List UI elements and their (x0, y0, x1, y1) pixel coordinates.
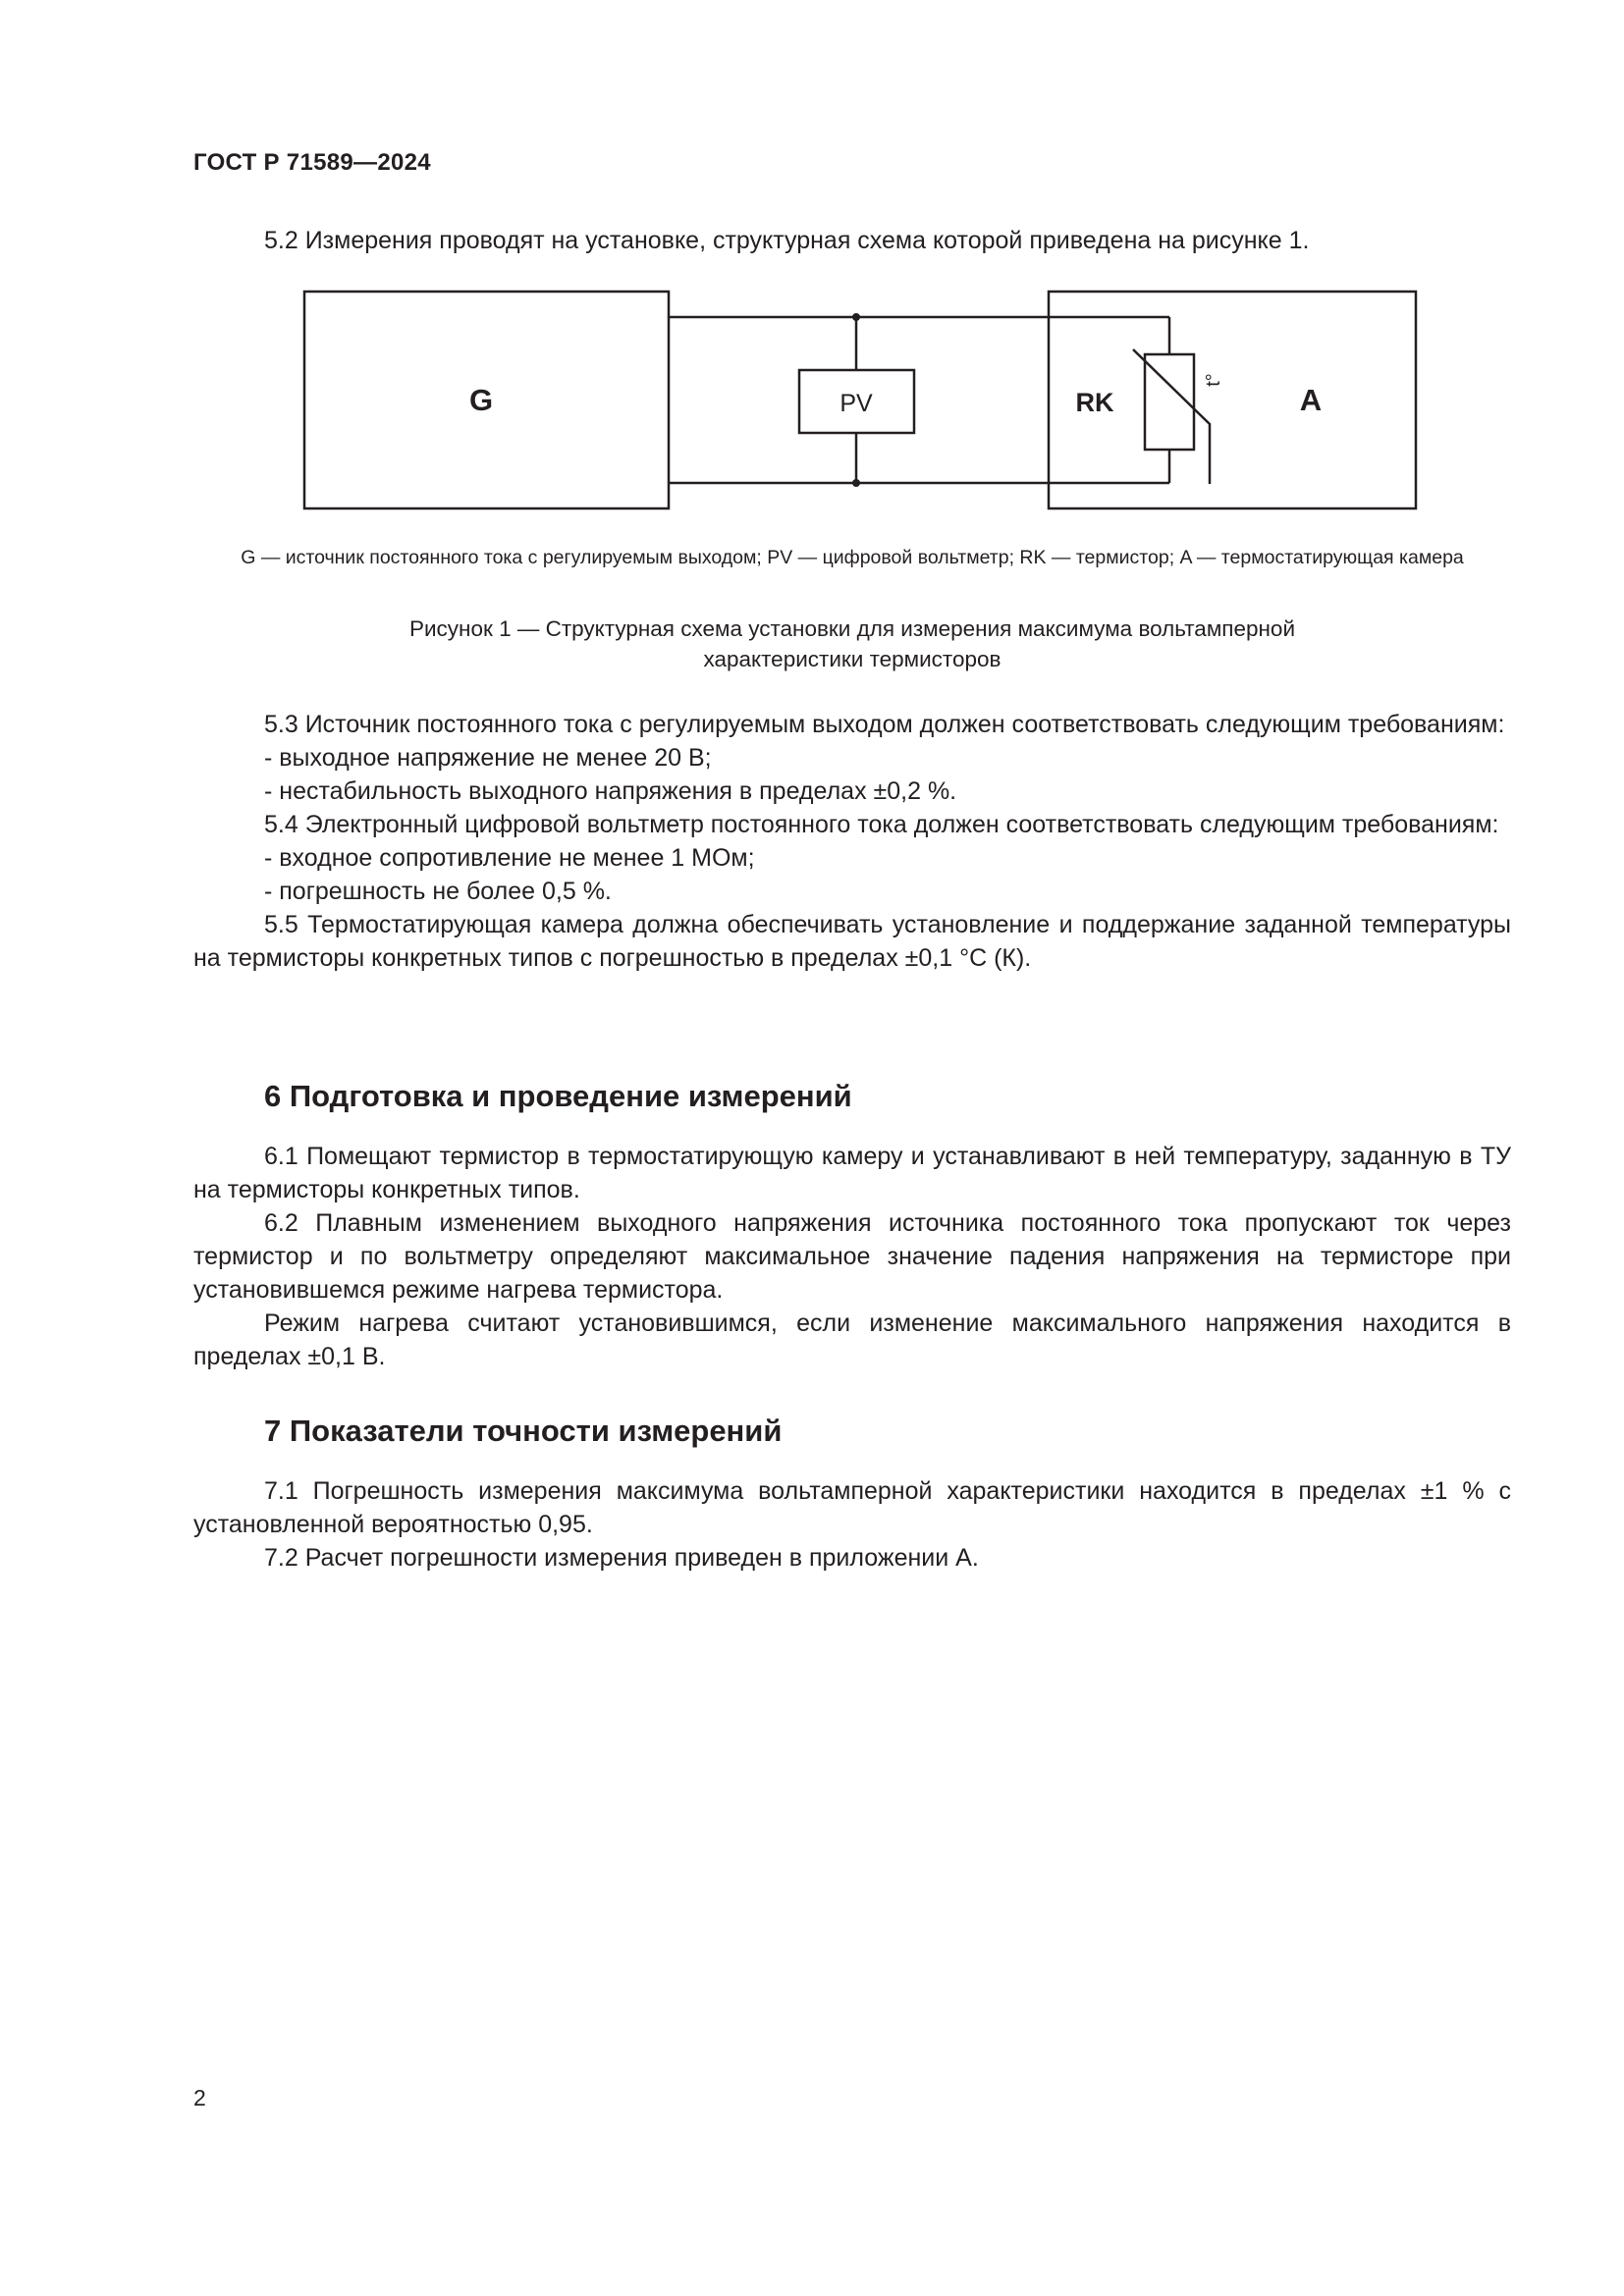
list-item-5-4-1: - входное сопротивление не менее 1 МОм; (264, 844, 755, 872)
list-item-5-3-2: - нестабильность выходного напряжения в … (264, 777, 957, 805)
paragraph-5-2: 5.2 Измерения проводят на установке, стр… (264, 227, 1310, 254)
section-7-heading: 7 Показатели точности измерений (264, 1414, 783, 1448)
section-6-heading: 6 Подготовка и проведение измерений (264, 1079, 852, 1113)
label-rk: RK (1076, 388, 1114, 417)
label-pv: PV (839, 390, 873, 417)
paragraph-5-4: 5.4 Электронный цифровой вольтметр посто… (264, 811, 1499, 838)
source-g-box (302, 290, 671, 510)
section-7-body: 7.1 Погрешность измерения максимума воль… (193, 1474, 1511, 1575)
paragraph-7-1: 7.1 Погрешность измерения максимума воль… (193, 1477, 1511, 1538)
top-junction-dot (852, 313, 860, 321)
document-id-header: ГОСТ Р 71589—2024 (193, 149, 431, 176)
list-item-5-3-1: - выходное напряжение не менее 20 В; (264, 744, 712, 772)
figure-caption-line-2: характеристики термисторов (703, 647, 1001, 671)
bottom-junction-dot (852, 479, 860, 487)
figure-legend: G — источник постоянного тока с регулиру… (241, 547, 1464, 568)
label-t-symbol: t° (1203, 373, 1224, 387)
figure-caption-line-1: Рисунок 1 — Структурная схема установки … (408, 616, 1296, 641)
voltmeter-pv-box (797, 368, 916, 435)
paragraph-5-3: 5.3 Источник постоянного тока с регулиру… (264, 711, 1505, 738)
paragraph-6-2b: Режим нагрева считают установившимся, ес… (193, 1309, 1511, 1370)
label-a: A (1300, 383, 1322, 417)
figure-caption: Рисунок 1 — Структурная схема установки … (193, 614, 1511, 674)
thermistor-rk-body (1143, 352, 1196, 452)
section-6-body: 6.1 Помещают термистор в термостатирующу… (193, 1140, 1511, 1373)
paragraph-5-5: 5.5 Термостатирующая камера должна обесп… (193, 911, 1511, 972)
chamber-a-box (1047, 290, 1418, 510)
thermistor-temperature-line (1132, 348, 1212, 484)
paragraph-7-2: 7.2 Расчет погрешности измерения приведе… (264, 1544, 979, 1572)
list-item-5-4-2: - погрешность не более 0,5 %. (264, 878, 612, 905)
section-5-body: 5.3 Источник постоянного тока с регулиру… (193, 708, 1511, 975)
page-number: 2 (193, 2085, 206, 2110)
label-g: G (469, 383, 493, 417)
paragraph-6-2: 6.2 Плавным изменением выходного напряже… (193, 1209, 1511, 1304)
paragraph-6-1: 6.1 Помещают термистор в термостатирующу… (193, 1143, 1511, 1203)
circuit-diagram: G PV RK A t° (302, 290, 1418, 510)
intro-block: 5.2 Измерения проводят на установке, стр… (193, 224, 1511, 257)
